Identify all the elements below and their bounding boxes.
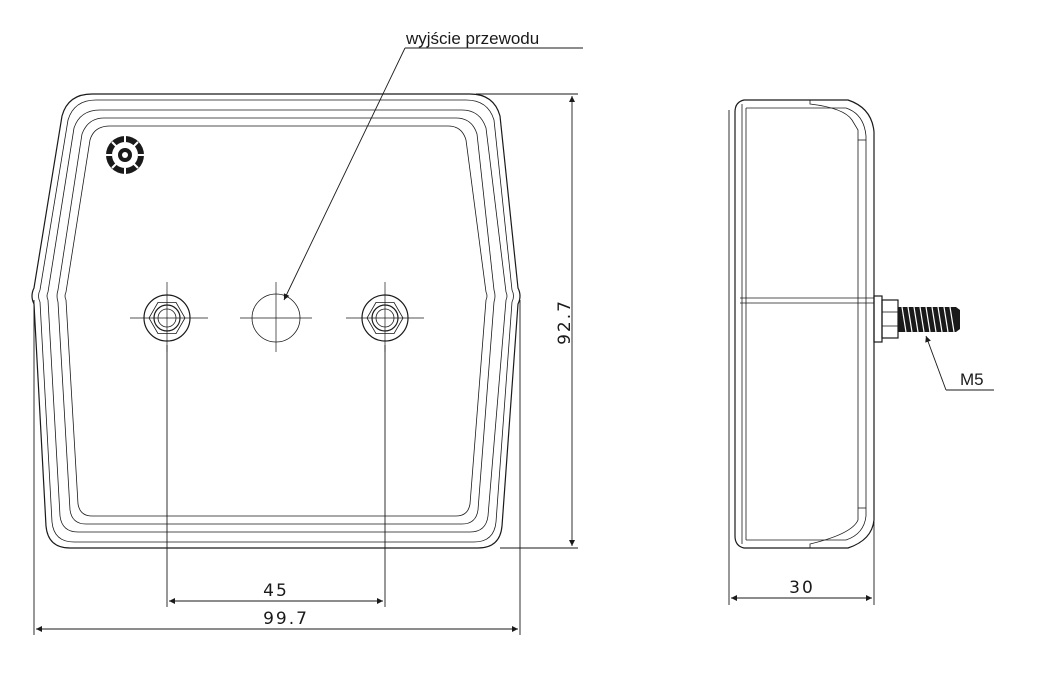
width-value: 99.7: [263, 609, 309, 629]
thread-callout: M5: [925, 335, 994, 391]
front-outline-3: [46, 109, 508, 533]
width-dimension: 99.7: [33, 300, 521, 635]
threaded-stud: [898, 306, 960, 333]
thread-label: M5: [960, 370, 984, 389]
right-mounting-bolt: [346, 282, 424, 352]
left-mounting-bolt: [130, 282, 208, 352]
side-view: M5 30: [728, 99, 994, 605]
height-value: 92.7: [555, 299, 575, 345]
side-nut: [873, 295, 899, 343]
cable-outlet-hole: [240, 282, 312, 352]
bolt-spacing-value: 45: [263, 581, 289, 601]
depth-dimension: 30: [728, 110, 875, 605]
front-view: wyjście przewodu 92.7 45 99.7: [31, 29, 583, 635]
bolt-spacing-dimension: 45: [166, 345, 386, 607]
front-outline-4: [56, 117, 496, 525]
front-outer-outline: [31, 93, 521, 549]
cable-outlet-callout: wyjście przewodu: [283, 29, 583, 301]
cable-outlet-label: wyjście przewodu: [405, 29, 539, 48]
front-inner-panel: [64, 125, 488, 517]
front-outline-2: [38, 99, 514, 543]
depth-value: 30: [789, 578, 815, 598]
approval-mark-icon: [106, 136, 144, 174]
height-dimension: 92.7: [476, 93, 578, 549]
side-outer-outline: [734, 99, 875, 549]
